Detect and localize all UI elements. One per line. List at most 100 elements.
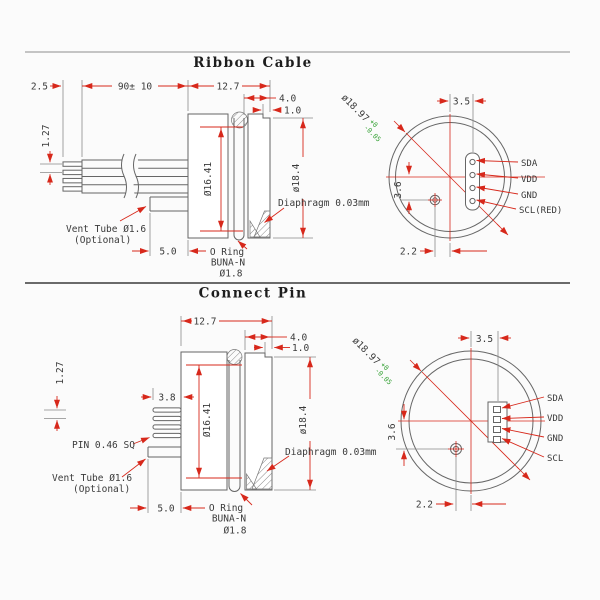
pad-vdd [469, 171, 476, 179]
dim-body-width: 12.7 [217, 82, 240, 93]
pad-gnd [493, 426, 501, 433]
ribbon-side-view: 2.5 90± 10 12.7 4.0 1.0 1.27 Ø16.41 ø18.… [31, 80, 370, 280]
dim-notch-width: 1.0 [292, 343, 309, 354]
o-ring-section-top [226, 349, 243, 365]
extension-lines [396, 331, 499, 511]
dim-tolerance-upper: +0 [379, 361, 390, 372]
pad-sda [469, 158, 476, 166]
cable-break-line [121, 153, 127, 199]
dim-vent-offset: 5.0 [159, 247, 176, 258]
label-diaphragm: Diaphragm 0.03mm [285, 447, 377, 458]
pad-gnd [469, 184, 476, 192]
connect-front-view: ø18.97 +0 -0.05 [350, 331, 564, 511]
pad-label-vdd: VDD [547, 414, 563, 424]
dimension-lines [54, 318, 313, 511]
label-oring-material: BUNA-N [212, 514, 247, 525]
pad-scl [493, 436, 501, 443]
label-oring-material: BUNA-N [211, 258, 246, 269]
dim-pad-offset: 3.5 [453, 97, 470, 108]
dim-vent-vertical: 3.6 [393, 181, 404, 198]
pad-label-sda: SDA [521, 159, 538, 169]
dim-case-diameter: ø18.97 [350, 335, 382, 367]
label-oring-diameter: Ø1.8 [220, 269, 243, 280]
dim-inner-diameter: Ø16.41 [203, 162, 214, 197]
dim-stripped-length: 2.5 [31, 82, 48, 93]
dim-front-width: 4.0 [290, 333, 307, 344]
stripped-wire [62, 177, 83, 184]
connect-pin-section: Connect Pin [25, 282, 570, 537]
pin [152, 407, 182, 413]
pad-label-scl: SCL [547, 454, 563, 464]
vent-tube [149, 196, 188, 212]
dim-notch-width: 1.0 [284, 106, 301, 117]
dim-pin-length: 3.8 [158, 393, 175, 404]
pad-connector-outline [465, 152, 480, 211]
dim-tolerance-lower: -0.05 [373, 366, 393, 386]
connector-pins [152, 407, 182, 439]
center-lines [398, 348, 545, 494]
label-oring: O Ring [210, 247, 244, 258]
label-vent-optional: (Optional) [74, 235, 131, 246]
diameter-callout: ø18.97 +0 -0.05 [339, 92, 382, 143]
pad-sda [493, 406, 501, 413]
dim-inner-diameter: Ø16.41 [202, 403, 213, 438]
pad-vdd [493, 416, 501, 423]
label-oring: O Ring [209, 503, 243, 514]
label-vent-tube: Vent Tube Ø1.6 [66, 224, 146, 235]
front-port-outline [247, 113, 271, 239]
dim-tolerance-upper: +0 [368, 118, 379, 129]
dim-cable-length: 90± 10 [118, 82, 153, 93]
front-port-outline [244, 352, 273, 491]
pad-label-vdd: VDD [521, 175, 537, 185]
vent-hole [428, 193, 442, 207]
pin [152, 432, 182, 439]
label-vent-optional: (Optional) [73, 484, 130, 495]
pin [152, 424, 182, 430]
label-diaphragm: Diaphragm 0.03mm [278, 198, 370, 209]
ribbon-front-view: ø18.97 +0 -0.05 [339, 92, 562, 258]
dimension-lines [406, 98, 519, 254]
vent-tube [147, 446, 181, 458]
diameter-callout: ø18.97 +0 -0.05 [350, 335, 393, 386]
extension-lines [401, 94, 474, 257]
dim-outer-diameter: ø18.4 [291, 163, 302, 192]
dim-body-width: 12.7 [194, 317, 217, 328]
stripped-wire [62, 186, 83, 192]
vent-hole [448, 441, 464, 457]
dim-vent-horizontal: 2.2 [416, 500, 433, 511]
dim-outer-diameter: ø18.4 [298, 405, 309, 434]
dim-case-diameter: ø18.97 [339, 92, 371, 124]
cable-break-line [133, 153, 139, 199]
pad-label-gnd: GND [547, 434, 563, 444]
extension-lines [40, 80, 313, 256]
label-pin-size: PIN 0.46 SQ [72, 440, 135, 451]
dim-pad-offset: 3.5 [476, 334, 493, 345]
pad-label-sda: SDA [547, 394, 564, 404]
o-ring-groove [233, 118, 245, 241]
dim-vent-vertical: 3.6 [387, 423, 398, 440]
ribbon-cable-section: Ribbon Cable [25, 51, 570, 280]
pad-label-gnd: GND [521, 191, 537, 201]
dim-front-width: 4.0 [279, 94, 296, 105]
pad-scl [469, 197, 476, 205]
dim-wire-pitch: 1.27 [41, 125, 52, 148]
stripped-wire [62, 169, 83, 176]
stripped-wire [62, 161, 83, 167]
connect-side-view: 12.7 4.0 1.0 3.8 1.27 Ø16.41 ø18.4 5.0 P… [44, 316, 377, 537]
o-ring-groove [228, 360, 241, 492]
dim-vent-offset: 5.0 [157, 504, 174, 515]
section-title-ribbon: Ribbon Cable [193, 55, 312, 71]
sensor-body-outline [180, 351, 228, 491]
dimension-lines [47, 83, 306, 254]
label-oring-diameter: Ø1.8 [224, 526, 247, 537]
dim-vent-horizontal: 2.2 [400, 247, 417, 258]
dim-tolerance-lower: -0.05 [362, 123, 382, 143]
cable-break-mask [121, 154, 139, 198]
dimension-lines [401, 335, 545, 507]
pad-label-scl: SCL(RED) [519, 206, 562, 216]
section-title-connect: Connect Pin [199, 286, 308, 302]
label-vent-tube: Vent Tube Ø1.6 [52, 473, 132, 484]
pin [152, 415, 182, 422]
